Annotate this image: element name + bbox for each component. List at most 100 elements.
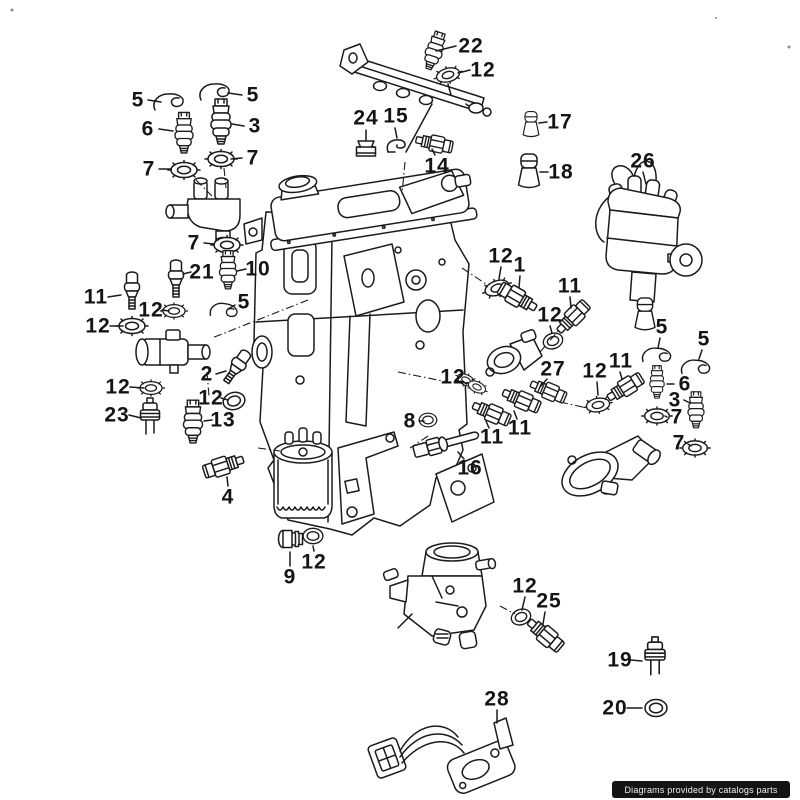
callout-12: 12 [85, 315, 124, 338]
callout-leader-line [521, 596, 526, 611]
callout-number: 11 [480, 426, 504, 449]
callout-number: 17 [547, 111, 572, 134]
callout-leader-line [435, 45, 457, 52]
callout-number: 23 [104, 404, 129, 427]
callout-number: 12 [198, 387, 223, 410]
callout-11: 11 [480, 420, 504, 449]
callout-leader-line [485, 420, 490, 429]
callout-leader-line [231, 123, 245, 127]
callout-leader-line [687, 443, 692, 447]
callout-leader-line [698, 349, 703, 360]
callout-18: 18 [539, 161, 573, 184]
callout-leader-line [312, 545, 315, 552]
callout-2: 2 [201, 363, 227, 386]
part-clip-5 [208, 300, 239, 322]
callout-leader-line [128, 414, 142, 419]
callout-number: 25 [536, 590, 561, 613]
paper-speckles [10, 8, 791, 49]
callout-12: 12 [301, 545, 326, 574]
callout-number: 7 [247, 147, 260, 170]
callout-number: 7 [671, 406, 684, 429]
callout-number: 4 [222, 486, 235, 509]
callout-number: 5 [247, 84, 260, 107]
callout-leader-line [203, 419, 213, 422]
callout-number: 12 [537, 304, 562, 327]
part-oring-12 [302, 527, 324, 545]
callout-leader-line [158, 128, 174, 132]
distributor [595, 160, 703, 303]
callout-leader-line [619, 371, 623, 380]
part-nut-24 [355, 140, 377, 157]
callout-12: 12 [198, 387, 229, 410]
callout-number: 12 [470, 59, 495, 82]
callout-number: 12 [138, 299, 163, 322]
callout-5: 5 [698, 328, 709, 360]
callout-5: 5 [227, 84, 260, 107]
callout-12: 12 [488, 245, 513, 280]
callout-25: 25 [536, 590, 561, 625]
callout-number: 5 [238, 291, 251, 314]
part-sensor-6 [649, 365, 665, 399]
callout-11: 11 [508, 410, 531, 440]
callout-number: 18 [548, 161, 573, 184]
callout-leader-line [664, 415, 668, 418]
callout-5: 5 [227, 291, 251, 314]
callout-12: 12 [582, 360, 607, 396]
callout-3: 3 [669, 389, 691, 412]
callout-1: 1 [514, 254, 527, 289]
callout-number: 19 [607, 649, 632, 672]
callout-leader-line [538, 121, 548, 124]
callout-28: 28 [484, 688, 509, 724]
oil-canister-and-bracket [273, 427, 399, 525]
callout-12: 12 [512, 575, 537, 611]
part-sensor-23 [139, 397, 161, 435]
callout-leader-line [220, 397, 229, 401]
callout-number: 20 [602, 697, 627, 720]
callout-22: 22 [435, 35, 483, 58]
coolant-pipe-left [135, 329, 211, 374]
callout-number: 5 [656, 316, 669, 339]
callout-leader-line [215, 370, 227, 375]
part-sensor-10 [218, 249, 238, 290]
callout-leader-line [457, 451, 465, 460]
part-sensor-11 [469, 396, 514, 430]
callout-number: 11 [558, 275, 582, 298]
callout-number: 12 [488, 245, 513, 268]
part-connector-17 [522, 110, 540, 138]
callout-12: 12 [537, 304, 562, 334]
coolant-elbow-right [485, 329, 543, 377]
part-oring-20 [644, 698, 668, 718]
fuel-rail [339, 43, 492, 153]
callout-leader-line [542, 611, 546, 625]
callout-number: 3 [669, 389, 682, 412]
callout-12: 12 [440, 366, 468, 389]
callout-number: 11 [84, 286, 108, 309]
callout-number: 21 [189, 261, 214, 284]
callout-leader-line [498, 266, 502, 280]
part-sensor-21 [167, 259, 185, 298]
callout-23: 23 [104, 404, 142, 427]
part-sensor-19 [644, 636, 666, 676]
thermostat-housing-left [165, 177, 241, 246]
callout-leader-line [513, 410, 518, 420]
callout-number: 16 [457, 457, 482, 480]
wiring-harness-28 [367, 717, 516, 794]
callout-leader-line [657, 337, 661, 349]
callout-number: 1 [514, 254, 527, 277]
callout-12: 12 [457, 59, 495, 82]
part-sensor-14 [413, 131, 455, 156]
callout-number: 7 [188, 232, 201, 255]
part-sensor-4 [200, 450, 247, 482]
callout-leader-line [539, 378, 548, 388]
callout-number: 6 [679, 373, 692, 396]
callout-26: 26 [630, 150, 655, 185]
part-washer-7 [641, 406, 673, 426]
callout-leader-line [236, 268, 247, 272]
callout-leader-line [683, 399, 691, 404]
callout-number: 12 [301, 551, 326, 574]
part-shaft-boot-26 [634, 297, 656, 331]
callout-number: 13 [210, 409, 235, 432]
